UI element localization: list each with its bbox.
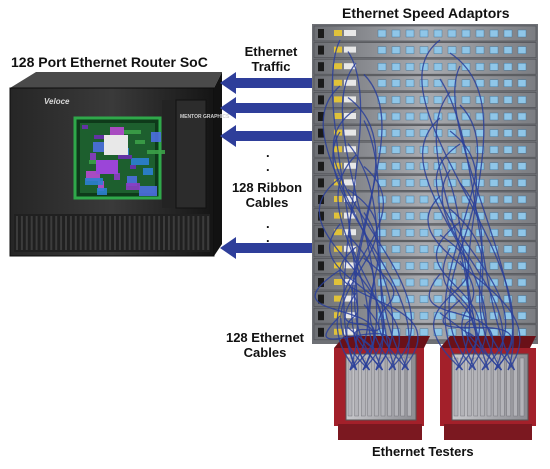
router-brand: MENTOR GRAPHICS — [180, 114, 230, 120]
traffic-arrows — [220, 72, 312, 259]
eth-cables-line2: Cables — [243, 345, 287, 360]
traffic-label-line1: Ethernet — [244, 44, 298, 59]
ribbon-label-line2: Cables — [245, 195, 289, 210]
ellipsis-dots-lower: .. — [266, 216, 270, 245]
arrow-4 — [220, 237, 312, 259]
ethernet-tester-2 — [440, 336, 536, 440]
adaptors-title: Ethernet Speed Adaptors — [342, 5, 510, 21]
traffic-label: Ethernet Traffic — [236, 44, 306, 74]
ribbon-cables-label: 128 Ribbon Cables — [222, 180, 312, 210]
arrow-2 — [220, 97, 312, 119]
arrow-3 — [220, 125, 312, 147]
traffic-label-line2: Traffic — [251, 59, 291, 74]
chip-die — [73, 116, 165, 200]
ethernet-tester-1 — [334, 336, 430, 440]
router-title: 128 Port Ethernet Router SoC — [11, 54, 208, 70]
router-logo: Veloce — [44, 97, 70, 106]
arrow-1 — [220, 72, 312, 94]
ethernet-cables-label: 128 Ethernet Cables — [220, 330, 310, 360]
testers-title: Ethernet Testers — [372, 444, 474, 459]
router-vents — [14, 214, 210, 252]
ribbon-label-line1: 128 Ribbon — [231, 180, 303, 195]
eth-cables-line1: 128 Ethernet — [225, 330, 305, 345]
ellipsis-dots-upper: .. — [266, 145, 270, 174]
ethernet-cables — [314, 39, 521, 371]
